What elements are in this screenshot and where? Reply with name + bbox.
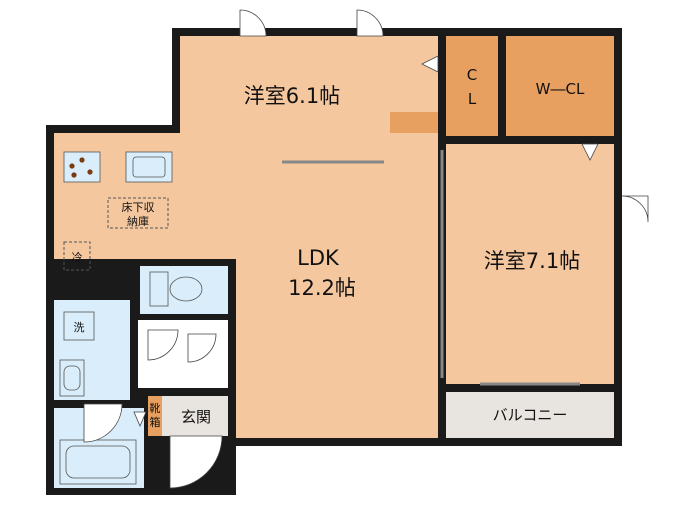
western-room-1-label: 洋室6.1帖 bbox=[244, 84, 340, 108]
closet-label-c: C bbox=[467, 66, 477, 84]
sink-basin-icon bbox=[132, 156, 166, 178]
basin-bowl-icon bbox=[63, 365, 81, 391]
door-swing-icon bbox=[187, 333, 217, 363]
underfloor-label-1: 床下収 bbox=[122, 200, 155, 214]
entrance-label: 玄関 bbox=[181, 408, 211, 426]
closet-label-l: L bbox=[468, 90, 477, 108]
fridge-label: 冷 bbox=[72, 251, 83, 264]
toilet-tank-icon bbox=[149, 271, 169, 307]
underfloor-label-2: 納庫 bbox=[127, 214, 149, 228]
ldk-size-label: 12.2帖 bbox=[288, 276, 356, 300]
door-swing-icon bbox=[147, 329, 179, 361]
shoe-box-label-1: 靴 bbox=[150, 401, 161, 415]
western-room-2-label: 洋室7.1帖 bbox=[484, 249, 580, 273]
fridge bbox=[63, 241, 91, 271]
western-room-2 bbox=[446, 144, 614, 384]
wic-door-icon bbox=[581, 143, 599, 161]
burner-icon bbox=[87, 169, 93, 175]
doors bbox=[83, 9, 649, 489]
burner-icon bbox=[71, 172, 77, 178]
kitchen-counter-zone bbox=[54, 133, 438, 169]
washer-label: 洗 bbox=[74, 321, 85, 334]
ldk-label: LDK bbox=[297, 246, 340, 270]
door-swing-icon bbox=[239, 9, 267, 37]
closet-door-icon bbox=[421, 55, 439, 73]
walk-in-closet-label: W―CL bbox=[536, 80, 585, 98]
burner-icon bbox=[79, 157, 85, 163]
shoe-box bbox=[148, 396, 162, 436]
underfloor-storage bbox=[107, 197, 169, 229]
stove bbox=[63, 151, 101, 183]
washer bbox=[63, 311, 95, 341]
door-swing-icon bbox=[621, 195, 649, 223]
toilet-bowl-icon bbox=[169, 276, 203, 302]
shoe-box-label-2: 箱 bbox=[150, 415, 161, 429]
balcony-label: バルコニー bbox=[493, 406, 568, 424]
burner-icon bbox=[69, 163, 75, 169]
balcony bbox=[446, 392, 614, 438]
closet bbox=[446, 36, 498, 136]
bathtub bbox=[59, 439, 137, 485]
door-swing-icon bbox=[169, 435, 223, 489]
door-swing-icon bbox=[83, 403, 123, 443]
bath-door-icon bbox=[133, 411, 147, 428]
walk-in-closet bbox=[506, 36, 614, 136]
door-swing-icon bbox=[356, 9, 384, 37]
kitchen-area bbox=[54, 169, 438, 259]
bathtub-inner-icon bbox=[65, 445, 131, 479]
